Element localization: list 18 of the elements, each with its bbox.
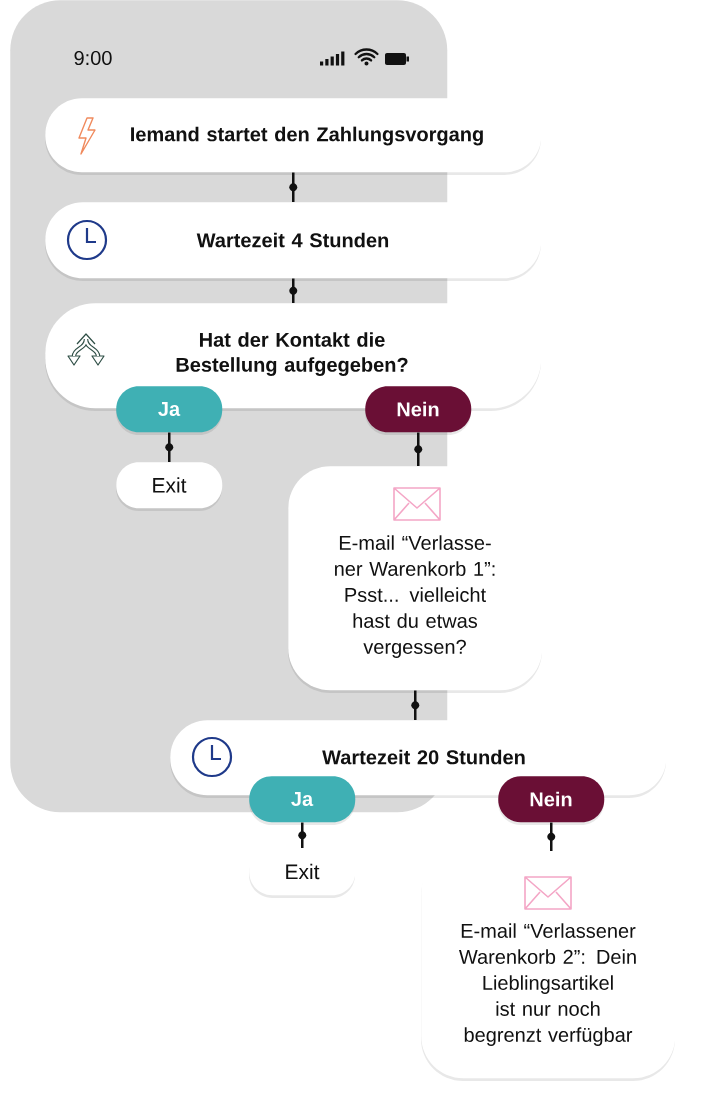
- email-card: E-mail “Verlassener Warenkorb 2”: Dein Lieblingsartikel ist nur noch begrenzt verfügbar: [421, 851, 676, 1081]
- connector-line: [298, 822, 307, 848]
- email-card: E-mail “Verlasse- ner Warenkorb 1”: Psst... vielleicht hast du etwas vergessen?: [288, 466, 543, 693]
- connector-line: [414, 432, 423, 466]
- connector-line: [289, 172, 298, 202]
- connector-line: [289, 278, 298, 303]
- exit-box: Exit: [116, 462, 223, 511]
- connector-line: [547, 822, 556, 851]
- node-label: E-mail “Verlassener Warenkorb 2”: Dein Lieblingsartikel ist nur noch begrenzt verfügbar: [458, 923, 636, 1046]
- exit-box: Exit: [249, 848, 356, 898]
- no-badge: Nein: [498, 776, 605, 825]
- node-label: Exit: [286, 863, 320, 880]
- step-box: Wartezeit 4 Stunden: [45, 202, 542, 281]
- no-badge: Nein: [365, 386, 472, 435]
- yes-badge: Ja: [116, 386, 223, 435]
- step-box: Iemand startet den Zahlungsvorgang: [45, 98, 542, 175]
- connector-line: [165, 432, 174, 462]
- connector-line: [411, 690, 420, 720]
